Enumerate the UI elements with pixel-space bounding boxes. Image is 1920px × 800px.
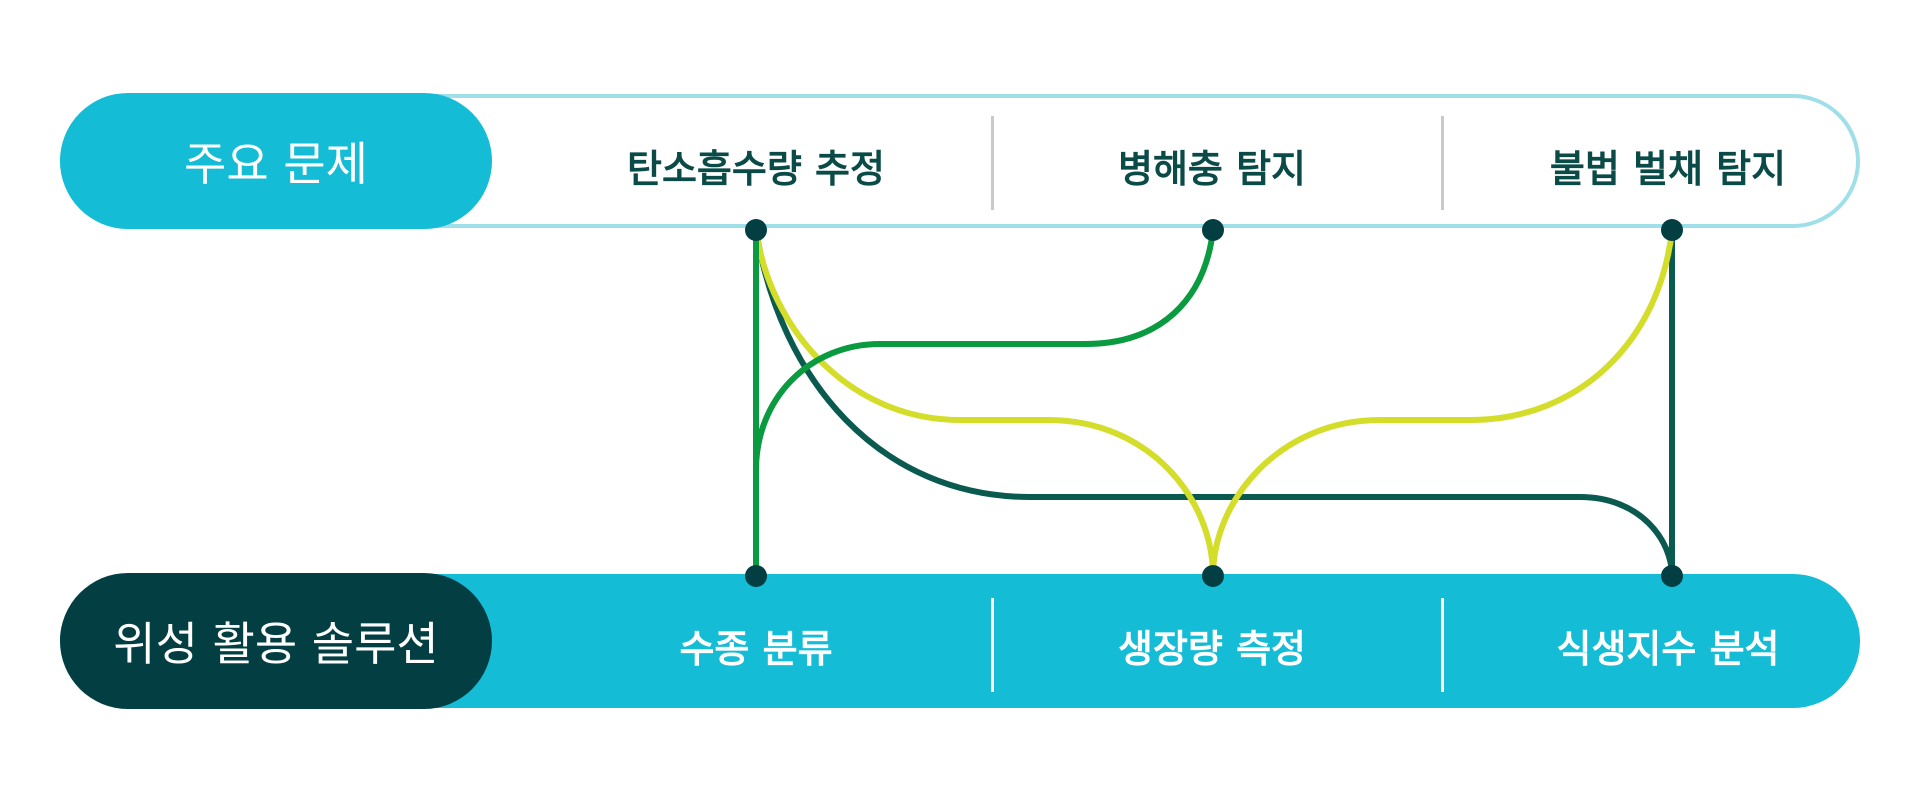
node-solution-species: [745, 565, 767, 587]
problems-divider-1: [991, 116, 994, 210]
solution-label-vegetation: 식생지수 분석: [1556, 627, 1780, 671]
solutions-divider-2: [1441, 598, 1444, 692]
problems-divider-2: [1441, 116, 1444, 210]
link-pest-to-species: [753, 227, 1216, 579]
solutions-divider-1: [991, 598, 994, 692]
node-problem-pest: [1202, 219, 1224, 241]
problems-title: 주요 문제: [184, 137, 368, 191]
solution-label-species: 수종 분류: [679, 627, 833, 671]
link-carbon-to-growth: [753, 227, 1216, 579]
node-solution-growth: [1202, 565, 1224, 587]
problem-label-carbon: 탄소흡수량 추정: [627, 147, 885, 191]
problem-label-pest: 병해충 탐지: [1117, 147, 1307, 191]
problem-label-logging: 불법 벌채 탐지: [1549, 147, 1787, 191]
node-problem-carbon: [745, 219, 767, 241]
link-carbon-to-vegetation: [753, 227, 1675, 579]
solutions-title: 위성 활용 솔루션: [113, 617, 439, 671]
link-logging-to-growth: [1210, 227, 1675, 579]
problems-title-pill: 주요 문제: [60, 93, 492, 229]
node-solution-vegetation: [1661, 565, 1683, 587]
solution-label-growth: 생장량 측정: [1117, 627, 1307, 671]
node-problem-logging: [1661, 219, 1683, 241]
solutions-title-pill: 위성 활용 솔루션: [60, 573, 492, 709]
